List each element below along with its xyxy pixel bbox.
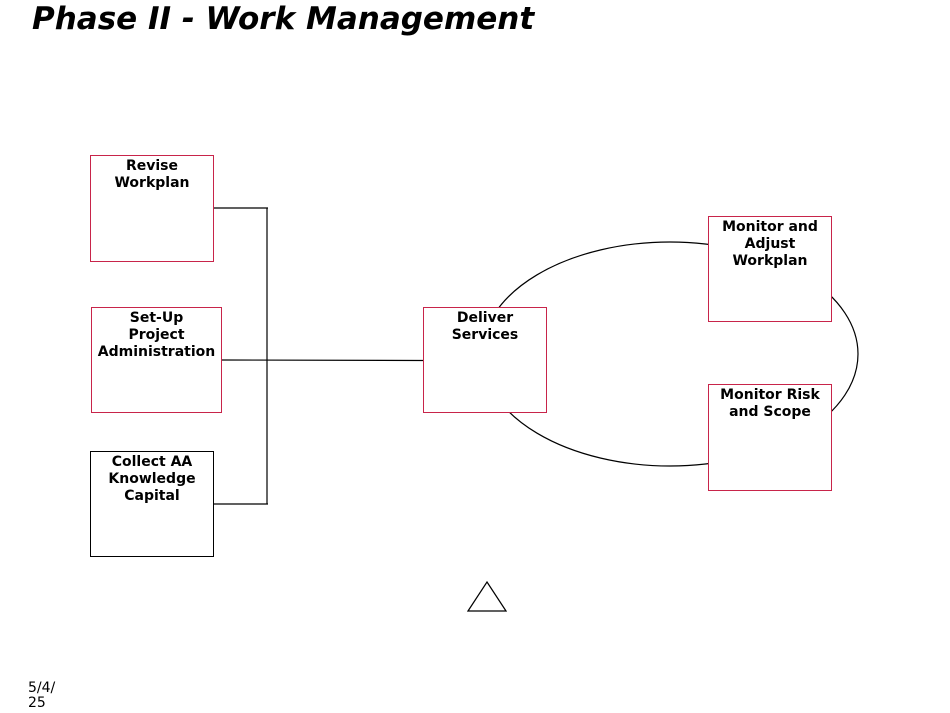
- collect-knowledge-capital-box: Collect AA Knowledge Capital: [90, 451, 214, 557]
- connector-setup-to-deliver: [220, 359, 425, 362]
- revise-workplan-label: Revise Workplan: [114, 158, 190, 191]
- slide-date: 5/4/ 25: [28, 680, 56, 711]
- monitor-adjust-workplan-label: Monitor and Adjust Workplan: [722, 219, 818, 269]
- collect-knowledge-capital-label: Collect AA Knowledge Capital: [108, 454, 196, 504]
- page-title: Phase II - Work Management: [32, 1, 535, 37]
- setup-project-administration-label: Set-Up Project Administration: [97, 310, 216, 360]
- revise-workplan-box: Revise Workplan: [90, 155, 214, 262]
- deliver-services-label: Deliver Services: [451, 310, 519, 343]
- triangle-outline-icon: [467, 581, 507, 612]
- monitor-adjust-workplan-box: Monitor and Adjust Workplan: [708, 216, 832, 322]
- deliver-services-box: Deliver Services: [423, 307, 547, 413]
- monitor-risk-scope-label: Monitor Risk and Scope: [720, 387, 820, 420]
- monitor-risk-scope-box: Monitor Risk and Scope: [708, 384, 832, 491]
- setup-project-administration-box: Set-Up Project Administration: [91, 307, 222, 413]
